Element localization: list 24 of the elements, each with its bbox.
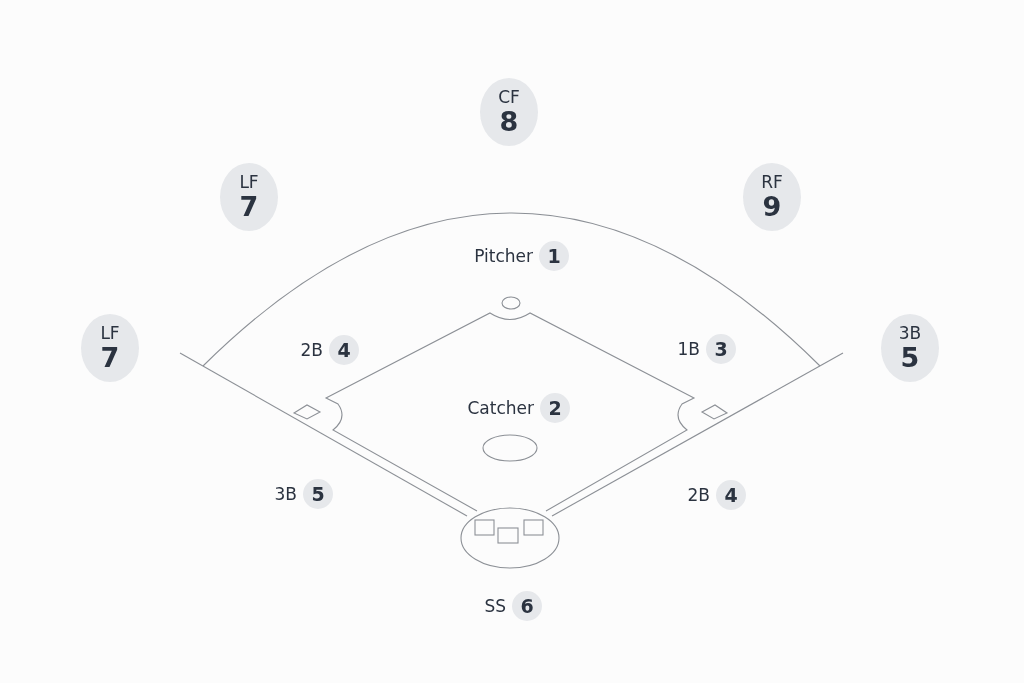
position-abbreviation: RF — [761, 173, 783, 192]
position-number: 9 — [762, 192, 782, 221]
position-label: Catcher — [467, 397, 534, 419]
number-badge: 4 — [329, 335, 359, 365]
position-label: 2B — [687, 484, 710, 506]
position-label: 2B — [300, 339, 323, 361]
position-label: 1B — [677, 338, 700, 360]
position-number: 7 — [100, 343, 120, 372]
number-badge: 3 — [706, 334, 736, 364]
position-abbreviation: 3B — [898, 324, 922, 343]
position-label: SS — [484, 595, 506, 617]
position-abbreviation: CF — [498, 88, 520, 107]
position-number: 8 — [499, 107, 519, 136]
number-badge: 4 — [716, 480, 746, 510]
position-number: 5 — [900, 343, 920, 372]
number-badge: 5 — [303, 479, 333, 509]
number-badge: 2 — [540, 393, 570, 423]
number-badge: 6 — [512, 591, 542, 621]
position-abbreviation: LF — [239, 173, 259, 192]
position-label: 3B — [274, 483, 297, 505]
position-number: 7 — [239, 192, 259, 221]
position-label: Pitcher — [474, 245, 533, 267]
number-badge: 1 — [539, 241, 569, 271]
position-abbreviation: LF — [100, 324, 120, 343]
